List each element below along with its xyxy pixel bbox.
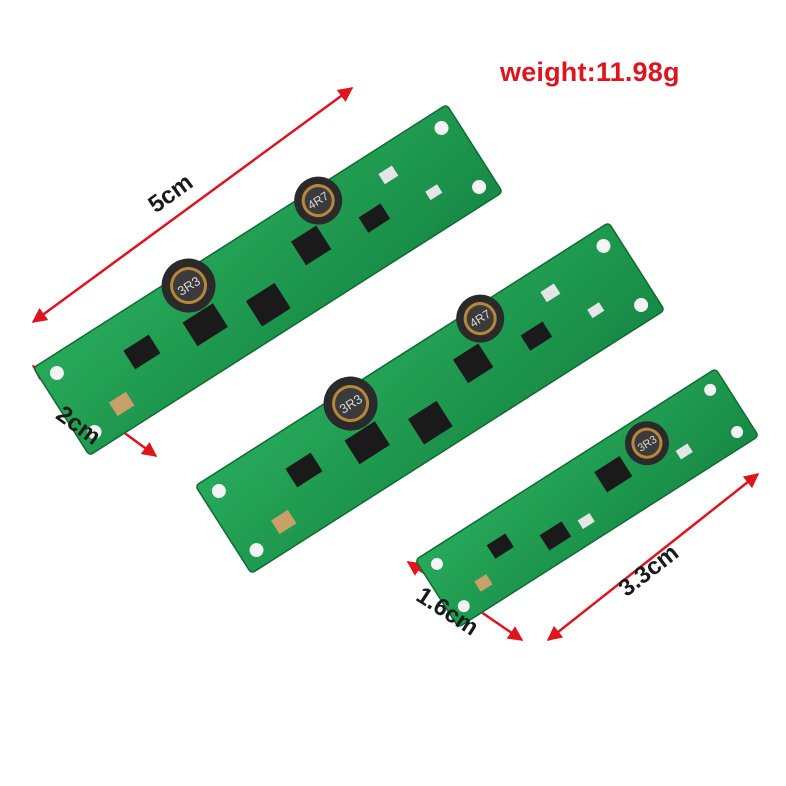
inductor-small: 3R3 bbox=[624, 421, 669, 466]
pcb-board-large-1: 3R3 4R7 bbox=[34, 105, 502, 455]
pcb-board-small: 3R3 bbox=[416, 369, 758, 627]
inductor-large-upper-2: 4R7 bbox=[456, 294, 505, 343]
weight-label: weight:11.98g bbox=[500, 57, 680, 87]
length-arrow-large bbox=[31, 86, 354, 324]
length-arrow-small bbox=[546, 473, 760, 641]
inductor-large-lower-2: 3R3 bbox=[323, 376, 378, 431]
pcb-board-large-2: 3R3 4R7 bbox=[196, 223, 664, 573]
inductor-large-upper: 4R7 bbox=[294, 176, 343, 225]
inductor-large-lower: 3R3 bbox=[161, 258, 216, 313]
